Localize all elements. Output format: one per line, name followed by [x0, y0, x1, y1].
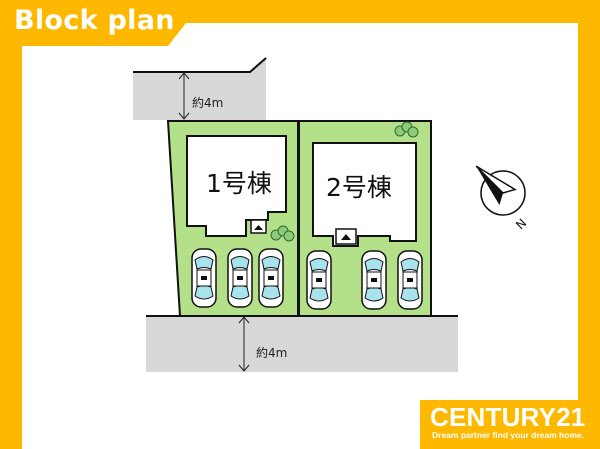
lot-2-label: 2号棟	[326, 173, 392, 202]
car-icon	[227, 248, 253, 308]
car-icon	[397, 250, 423, 310]
south-road	[146, 316, 458, 372]
car-icon	[258, 248, 284, 308]
title-tab	[0, 0, 186, 46]
compass-icon: N	[475, 165, 529, 232]
shrub-icon	[270, 225, 295, 242]
south-road-width-label: 約4m	[256, 345, 287, 360]
car-icon	[361, 250, 387, 310]
shrub-icon	[394, 121, 419, 138]
brand-logo: CENTURY21	[430, 402, 586, 432]
building-2	[312, 142, 417, 247]
building-1	[186, 135, 287, 237]
parking-cars	[191, 248, 423, 310]
north-road-edge	[133, 57, 267, 73]
car-icon	[191, 248, 217, 308]
north-road-width-label: 約4m	[192, 95, 223, 110]
brand-tagline: Dream partner find your dream home.	[432, 430, 585, 440]
north-road	[133, 58, 266, 120]
page-title: Block plan	[14, 5, 175, 36]
lot-1-label: 1号棟	[206, 169, 272, 198]
car-icon	[306, 250, 332, 310]
